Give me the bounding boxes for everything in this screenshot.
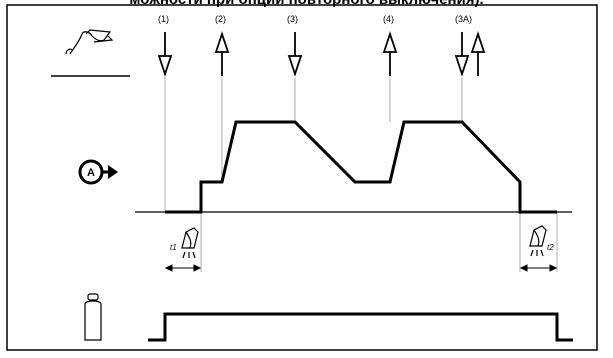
trigger-press-arrow-1 [157,32,173,77]
current-output-icon: A [78,159,118,185]
timer-label-t1: t1 [170,243,177,252]
stage-label-3: (3) [287,14,298,24]
trigger-release-arrow-4 [382,31,398,76]
stage-label-2: (2) [215,14,226,24]
welding-torch-icon [65,29,114,55]
trigger-press-arrow-3 [287,32,303,77]
trigger-press-release-arrows-3a [454,31,486,77]
current-waveform [165,120,557,214]
header-caption: можности при опции повторного выключения… [0,0,613,8]
stage-label-4: (4) [383,14,394,24]
stage-label-1: (1) [158,14,169,24]
gas-postflow-icon [529,225,547,257]
current-symbol-label: A [87,167,95,179]
trigger-release-arrow-2 [214,31,230,76]
gas-flow-waveform [148,312,573,342]
timer-t2-interval [519,264,558,272]
stage-label-3a: (3A) [455,14,472,24]
timer-t1-interval [164,264,202,272]
gas-preflow-icon [181,227,199,259]
diagram-frame [6,4,598,351]
timer-label-t2: t2 [547,243,554,252]
gas-cylinder-icon [84,293,102,341]
